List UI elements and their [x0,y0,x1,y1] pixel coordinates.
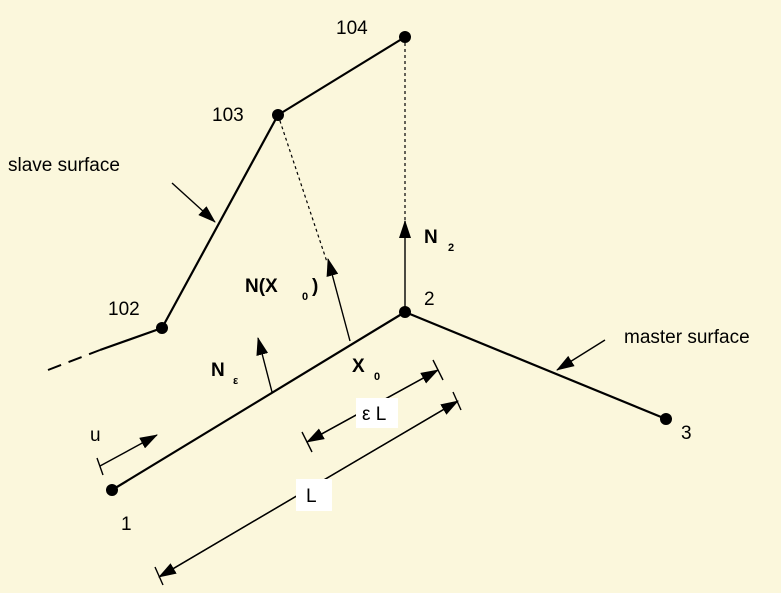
node-label-103: 103 [212,105,244,126]
u-arrow [99,434,158,467]
node-2 [399,306,411,318]
node-label-1: 1 [121,514,132,535]
master-segment-2-3 [404,310,667,421]
normal-arrow-x0 [326,258,351,342]
node-104 [399,31,411,43]
u-extension-line [96,457,104,476]
node-103 [272,109,284,121]
normal-2-label: N [424,227,438,248]
normal-2-subscript: 2 [448,242,454,254]
eps-l-label: ε L [362,404,386,425]
master-surface-pointer [556,339,606,371]
u-label: u [90,425,101,446]
node-label-102: 102 [108,299,140,320]
normal-x0-label: N(X [245,276,278,297]
normal-eps-label: N [211,360,225,381]
node-label-104: 104 [336,18,368,39]
slave-segment-102-lead [99,326,163,352]
normal-x0-subscript: 0 [302,291,308,303]
normal-arrow-n-eps [256,337,273,393]
node-102 [156,322,168,334]
normal-x0-close-paren: ) [312,276,318,297]
slave-surface-label: slave surface [8,155,120,176]
master-segment-1-2 [111,311,406,491]
eps-l-label-box [356,398,398,428]
slave-segment-102-103 [161,114,279,329]
slave-segment-103-104 [277,36,406,116]
x0-subscript: 0 [374,371,380,383]
x0-label: X [352,356,365,377]
node-label-2: 2 [424,289,435,310]
master-surface-label: master surface [624,327,750,348]
node-label-3: 3 [681,423,692,444]
node-3 [660,413,672,425]
projection-line-103 [277,114,328,263]
node-1 [106,484,118,496]
slave-surface-pointer [171,182,216,223]
slave-dash-extension [47,349,101,371]
normal-eps-subscript: ε [233,375,239,387]
l-label: L [306,486,317,507]
l-label-box [296,479,332,511]
